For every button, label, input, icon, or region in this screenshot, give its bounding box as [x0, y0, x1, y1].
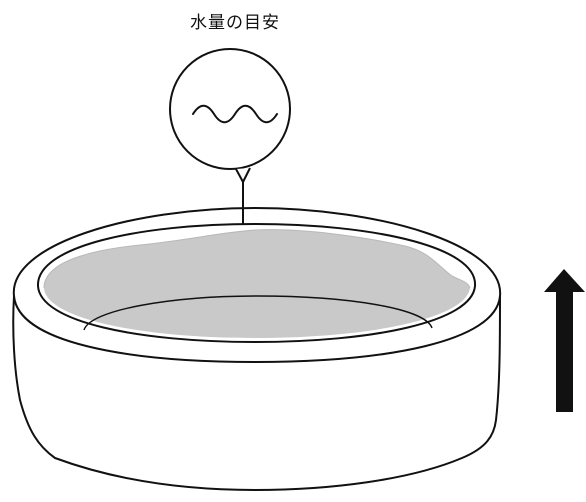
callout-bubble: [169, 48, 291, 170]
water-level-wave-icon: [192, 104, 278, 124]
water-edge: [43, 229, 471, 289]
pool-floor-line: [83, 295, 433, 331]
water-surface: [44, 229, 470, 338]
up-arrow-icon: [544, 269, 585, 412]
water-level-label: 水量の目安: [190, 13, 280, 33]
callout-pointer-join: [235, 167, 251, 183]
